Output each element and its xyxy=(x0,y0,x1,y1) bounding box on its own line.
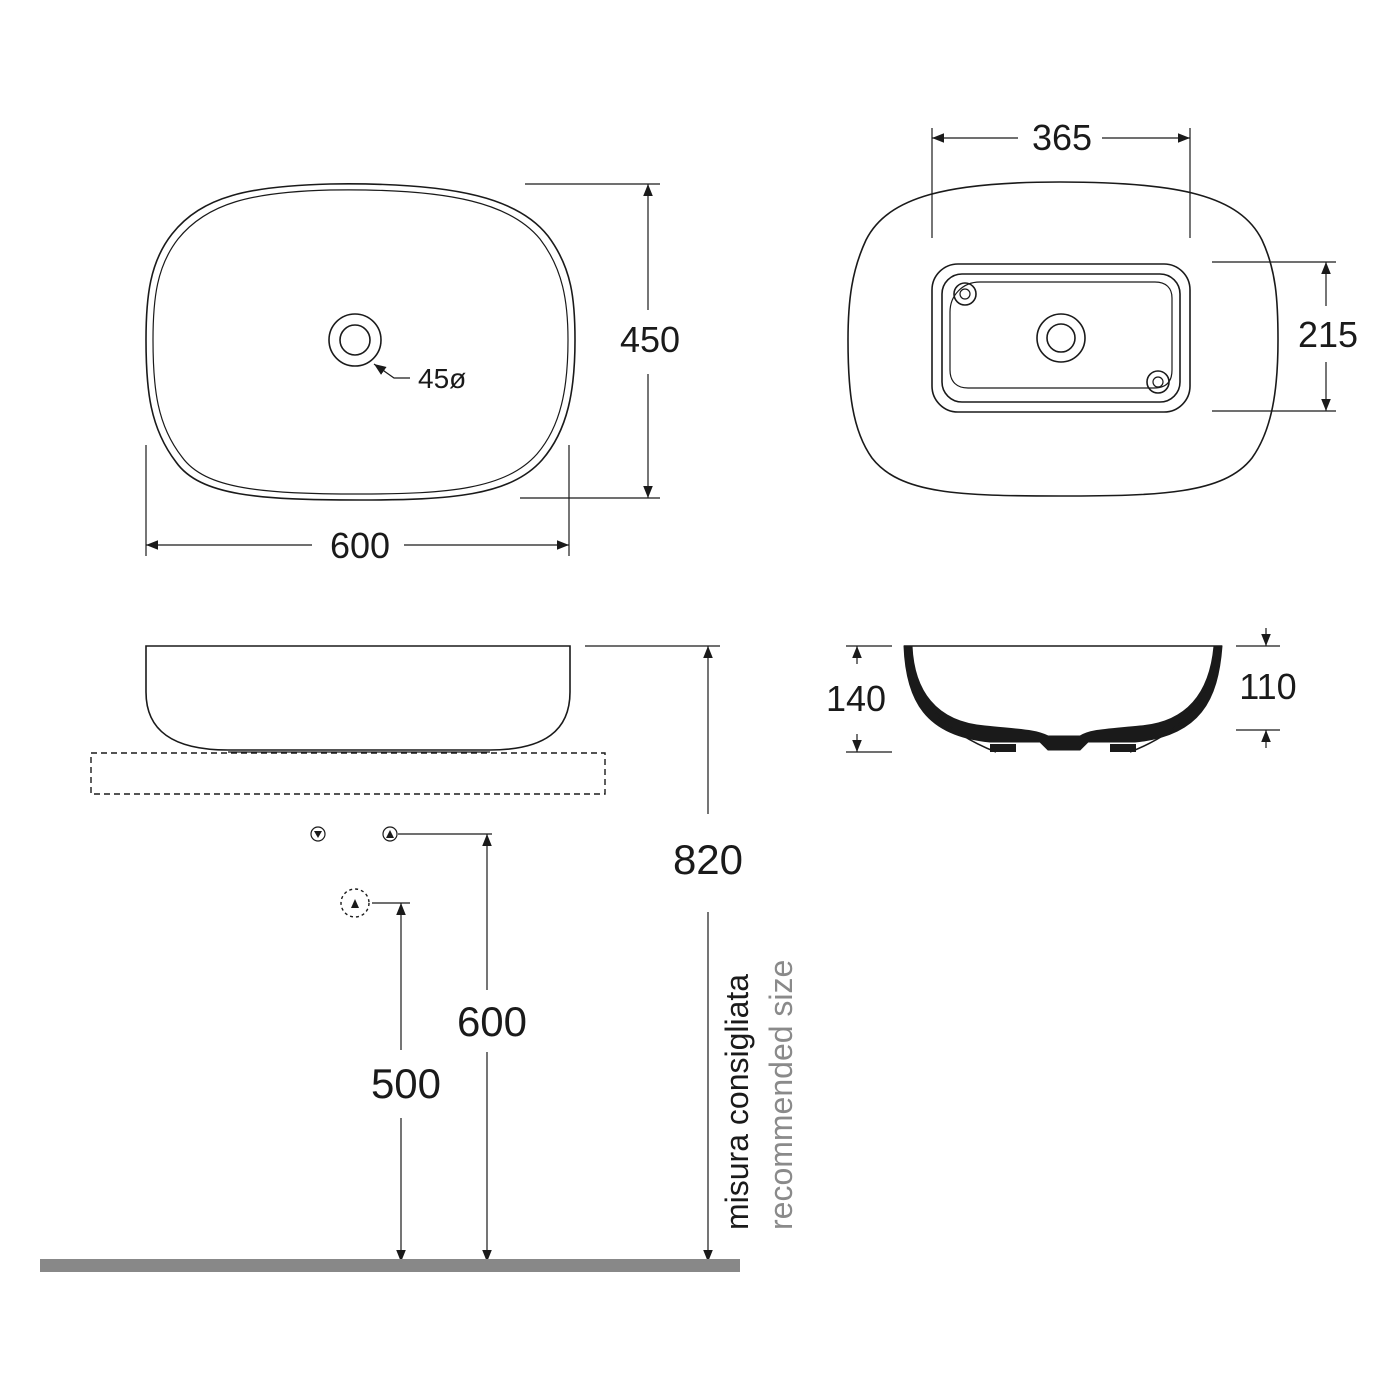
drain-outlet-icon xyxy=(340,888,370,918)
drain-hole-outer xyxy=(328,313,382,367)
width-label: 600 xyxy=(330,525,390,566)
bottom-width-label: 365 xyxy=(1032,117,1092,158)
bottom-depth-label: 215 xyxy=(1298,314,1358,355)
supply-height-label: 600 xyxy=(457,998,527,1045)
basin-section-wall xyxy=(903,645,1223,751)
bottom-view: 365 215 xyxy=(847,117,1358,497)
section-feet xyxy=(990,744,1136,752)
outer-height-label: 140 xyxy=(826,678,886,719)
top-view: 45ø 600 450 xyxy=(145,183,680,566)
basin-outline-top xyxy=(145,183,576,501)
front-view: 600 500 820 misura consigliata recommend… xyxy=(40,645,799,1272)
fixing-hole-left-inner xyxy=(959,288,971,300)
foot-ring-inner xyxy=(941,273,1181,403)
drain-hole-inner xyxy=(339,324,371,356)
floor-line xyxy=(40,1259,740,1272)
section-outer-curve xyxy=(905,649,1221,753)
drain-height-label: 500 xyxy=(371,1060,441,1107)
fixing-hole-right-inner xyxy=(1152,376,1164,388)
depth-label: 450 xyxy=(620,319,680,360)
fixing-hole-right xyxy=(1146,370,1170,394)
basin-outline-bottom xyxy=(847,181,1279,497)
fixing-hole-left xyxy=(953,282,977,306)
drain-inner-bottom xyxy=(1046,323,1076,353)
hole-diameter-label: 45ø xyxy=(418,363,466,394)
note-italian: misura consigliata xyxy=(719,974,755,1230)
drain-outer-bottom xyxy=(1036,313,1086,363)
inner-depth-label: 110 xyxy=(1239,666,1296,707)
foot-ring-core xyxy=(949,281,1173,389)
hole-leader xyxy=(373,363,410,379)
cold-supply-icon xyxy=(382,826,398,842)
foot-ring-outer xyxy=(931,263,1191,413)
total-height-label: 820 xyxy=(673,836,743,883)
countertop-dashed xyxy=(90,752,606,795)
hot-supply-icon xyxy=(310,826,326,842)
basin-inner-rim-top xyxy=(152,189,569,495)
note-english: recommended size xyxy=(763,960,799,1230)
side-section: 140 110 xyxy=(826,628,1297,753)
basin-profile-front xyxy=(145,645,571,751)
